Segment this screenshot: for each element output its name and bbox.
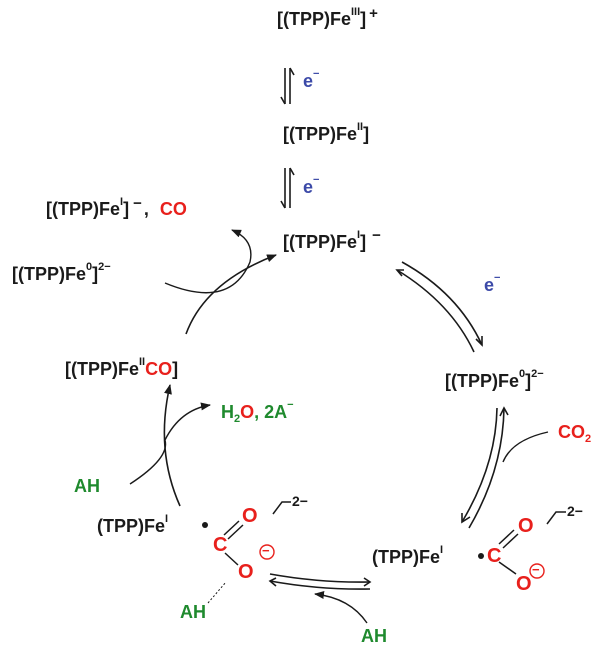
electron-2: e− [303,174,320,197]
adduct-left-minus: − [262,543,270,558]
adduct-right-oxygen-top: O [518,515,534,537]
co-product: CO [159,199,187,219]
co2-incoming-arrow [502,431,549,463]
adduct-right-metal: (TPP)FeI [372,544,444,567]
adduct-left-oxygen-top: O [242,505,258,527]
species-fe1-product: [(TPP)FeI]−, CO [46,195,187,219]
dehydration-arrow [129,402,211,485]
bonds-left-adduct [207,501,291,604]
radical-dot-right [478,553,484,559]
equilibrium-arrow-fe3-fe2 [280,67,295,105]
co2-reagent: CO2 [558,422,592,445]
acid-reagent-bottom: AH [361,626,387,646]
adduct-left-oxygen-bottom: O [238,561,254,583]
acid-reagent-left: AH [74,476,100,496]
adduct-left-carbon: C [213,534,228,556]
adduct-left-charge: 2− [292,493,308,509]
species-fe1: [(TPP)FeI]− [283,227,381,252]
acid-hbond: AH [180,602,206,622]
species-fe0-left: [(TPP)Fe0]2− [12,261,111,284]
charge-circles [259,544,545,579]
equilibrium-arrow-co2-binding [461,406,509,529]
adduct-right-oxygen-bottom: O [516,573,532,595]
adduct-right-carbon: C [487,545,502,567]
species-fe0-right: [(TPP)Fe0]2− [445,368,544,391]
electron-1: e− [303,68,320,91]
co-release-arrow [164,229,252,294]
equilibrium-arrow-fe2-fe1 [280,167,295,209]
radical-dot-left [202,522,208,528]
adduct-right-charge: 2− [567,503,583,519]
bonds-right-adduct [498,511,566,575]
electron-3: e− [484,272,501,295]
water-and-base-product: H2O, 2A− [221,399,294,425]
species-fe2co: [(TPP)FeIICO] [65,356,179,379]
equilibrium-arrow-fe1-fe0 [395,261,483,353]
adduct-right-minus: − [532,562,540,577]
cycle-arrow-to-fe1 [185,254,277,335]
ah-incoming-arrow-bottom [314,591,368,624]
adduct-left-metal: (TPP)FeI [97,513,169,536]
species-fe2: [(TPP)FeII] [283,121,370,144]
equilibrium-arrow-protonation [268,573,372,590]
species-fe3: [(TPP)FeIII]+ [277,5,378,29]
cycle-arrow-to-fe2co [163,384,181,507]
